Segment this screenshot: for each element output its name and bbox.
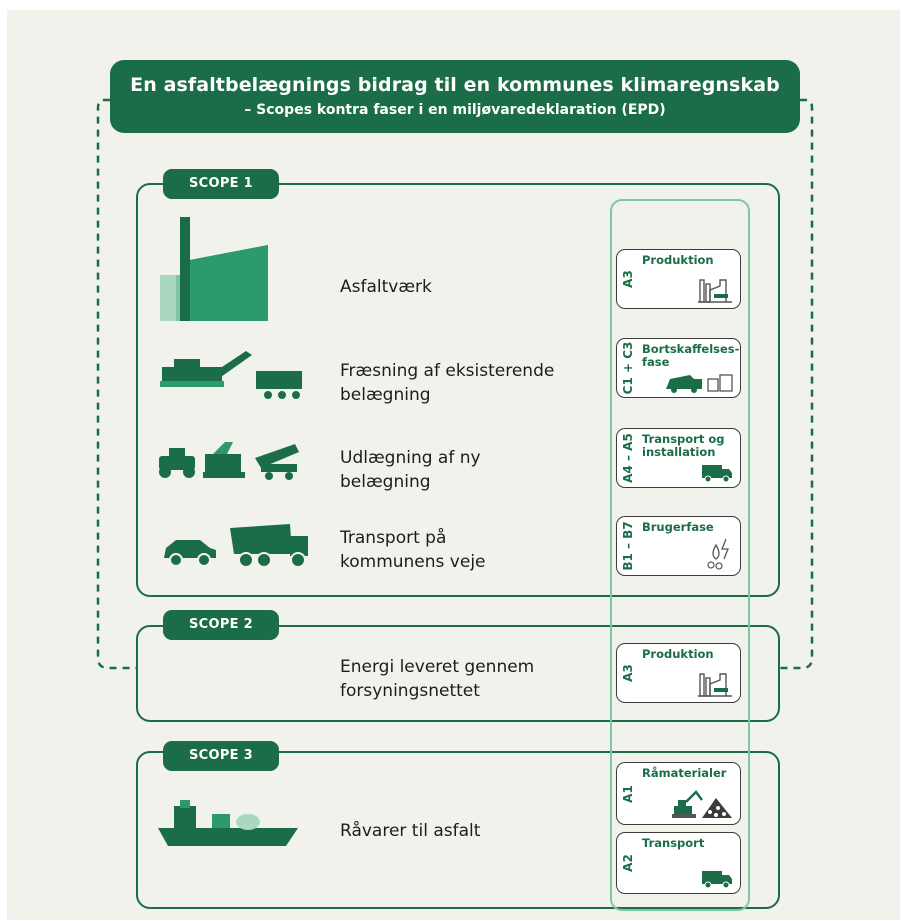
epd-title: Råmaterialer [642,766,727,780]
row-label-asfaltvaerk: Asfaltværk [340,277,432,297]
row-label-transport: Transport på kommunens veje [340,528,486,572]
row-label-energi: Energi leveret gennem forsyningsnettet [340,657,535,701]
epd-card-a4-a5: A4 – A5 Transport og installation [616,428,741,488]
epd-title: Brugerfase [642,520,714,534]
factory-icon [698,279,732,303]
truck-icon [702,871,732,889]
truck-icon [702,465,732,483]
scope-3-box [136,751,780,909]
epd-code: C1 + C3 [621,341,635,395]
factory-icon [160,217,268,321]
scope-1-tab: SCOPE 1 [163,169,279,199]
epd-title: Produktion [642,253,714,267]
epd-code: A1 [621,784,635,803]
factory-icon [698,673,732,697]
epd-card-b1-b7: B1 – B7 Brugerfase [616,516,741,576]
epd-code: A4 – A5 [621,433,635,483]
epd-card-a3-scope2: A3 Produktion [616,643,741,703]
epd-code: A3 [621,270,635,288]
epd-code: A3 [621,664,635,682]
diagram-subtitle: – Scopes kontra faser i en miljøvaredekl… [244,102,666,118]
epd-card-c1-c3: C1 + C3 Bortskaffelses- fase [616,338,741,398]
milling-machine-icon [160,351,302,399]
excavator-and-gravel-icon [672,790,732,818]
epd-card-a3-scope1: A3 Produktion [616,249,741,309]
car-and-truck-icon [164,524,308,568]
epd-title: Produktion [642,647,714,661]
diagram-title-box: En asfaltbelægnings bidrag til en kommun… [110,60,800,133]
epd-phase-column [610,199,750,911]
row-label-udlaegning: Udlægning af ny belægning [340,448,481,492]
scope-2-box [136,625,780,722]
epd-card-a2: A2 Transport [616,832,741,894]
row-label-fraesning: Fræsning af eksisterende belægning [340,361,555,405]
epd-title: Bortskaffelses- fase [642,342,740,369]
diagram-background [7,10,900,920]
epd-code: A2 [621,854,635,872]
diagram-title: En asfaltbelægnings bidrag til en kommun… [130,74,780,96]
scope-3-tab: SCOPE 3 [163,741,279,771]
epd-card-a1: A1 Råmaterialer [616,762,741,825]
row-label-ravarer: Råvarer til asfalt [340,821,481,841]
cargo-ship-icon [158,800,298,846]
epd-code: B1 – B7 [621,521,635,571]
waste-disposal-icon [666,374,733,393]
scope-2-tab: SCOPE 2 [163,610,279,640]
paving-machines-icon [159,442,299,480]
drops-and-lightning-icon [707,538,729,570]
epd-title: Transport og installation [642,432,725,459]
scope-1-box [136,183,780,597]
epd-title: Transport [642,836,705,850]
